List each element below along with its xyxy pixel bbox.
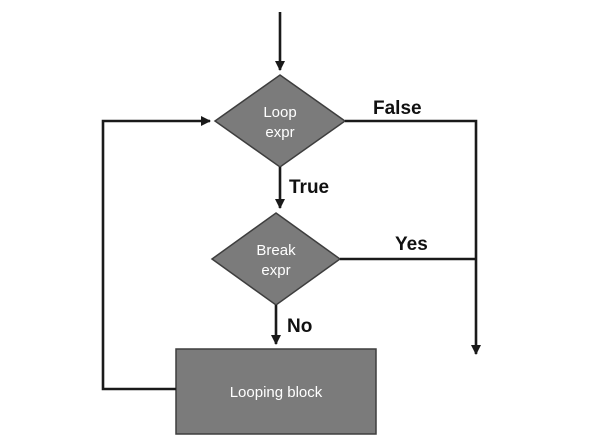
false-branch-line <box>345 119 481 355</box>
break-expr-label-line1: Break <box>256 242 296 259</box>
break-expr-diamond <box>210 212 342 306</box>
true-edge-label: True <box>289 177 329 198</box>
looping-block-box <box>175 348 377 435</box>
loop-expr-diamond <box>213 74 347 168</box>
false-edge-label: False <box>373 98 422 119</box>
yes-edge-label: Yes <box>395 234 428 255</box>
break-expr-label-line2: expr <box>261 262 290 279</box>
looping-block-label: Looping block <box>230 384 323 401</box>
loop-expr-label-line2: expr <box>265 124 294 141</box>
loop-back-line <box>101 116 211 391</box>
no-edge-label: No <box>287 316 312 337</box>
loop-expr-label-line1: Loop <box>263 104 296 121</box>
